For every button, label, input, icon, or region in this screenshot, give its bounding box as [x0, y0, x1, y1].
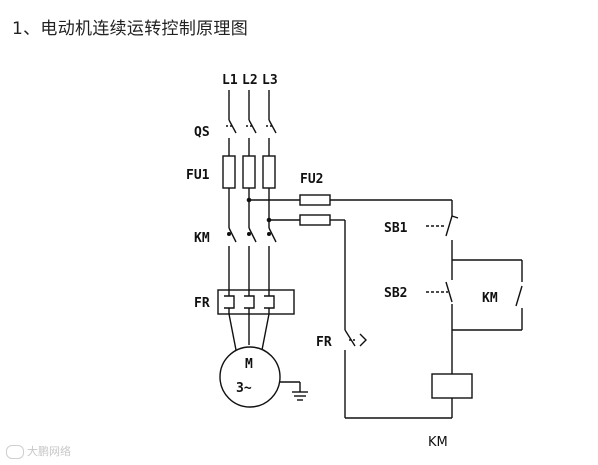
sb1-stop-button [426, 215, 459, 260]
label-sb2: SB2 [384, 286, 407, 301]
label-km-coil: KM [428, 435, 448, 450]
watermark: 大鹏网络 [6, 443, 71, 459]
label-fu1: FU1 [186, 168, 210, 183]
fr-thermal-heaters [217, 289, 295, 315]
label-motor-phase: 3~ [236, 381, 252, 396]
motor-symbol [219, 346, 281, 408]
km-main-contacts [226, 227, 277, 290]
fr-nc-contact [344, 329, 367, 418]
km-aux-contact [515, 285, 523, 330]
label-fu2: FU2 [300, 172, 323, 187]
page-title: 1、电动机连续运转控制原理图 [12, 19, 249, 39]
label-l2: L2 [242, 73, 258, 88]
fu2-fuses [299, 194, 331, 226]
label-l3: L3 [262, 73, 278, 88]
label-km-aux: KM [482, 291, 498, 306]
label-sb1: SB1 [384, 221, 408, 236]
watermark-text: 大鹏网络 [27, 445, 71, 458]
ground-symbol [280, 381, 308, 401]
label-motor-m: M [245, 357, 253, 372]
sb2-start-button [426, 260, 453, 330]
label-qs: QS [194, 125, 210, 140]
km-coil [431, 373, 473, 399]
label-fr-contact: FR [316, 335, 332, 350]
watermark-logo-icon [6, 445, 24, 459]
label-fr-heater: FR [194, 296, 210, 311]
fu1-fuses [222, 155, 276, 189]
label-km-main: KM [194, 231, 210, 246]
qs-switch [226, 119, 277, 156]
label-l1: L1 [222, 73, 238, 88]
